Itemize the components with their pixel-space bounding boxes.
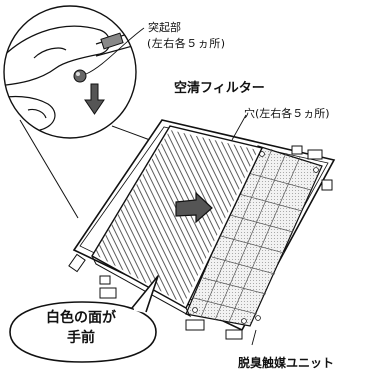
protrusion-bump: [73, 69, 87, 83]
callout-text: 白色の面が 手前: [6, 308, 156, 348]
callout-line-2: 手前: [67, 330, 95, 346]
slide-direction-arrow: [175, 191, 213, 224]
air-filter-label: 空清フィルター: [174, 81, 265, 96]
protrusion-tab: [100, 32, 124, 50]
frame-latches: [68, 145, 333, 340]
unit-grid: [193, 148, 312, 323]
deodorizing-unit-panel: [185, 145, 323, 327]
zoom-connector-lines: [19, 119, 151, 219]
protrusion-location-label: (左右各５ヵ所): [147, 37, 226, 50]
protrusion-label: 突起部: [148, 21, 181, 34]
leader-lines: [231, 114, 257, 346]
hole-label: 穴(左右各５ヵ所): [244, 107, 330, 120]
callout-bubble: [9, 275, 159, 363]
down-arrow: [84, 83, 105, 115]
callout-line-1: 白色の面が: [46, 310, 116, 326]
zoom-detail-circle: [3, 5, 145, 139]
deodorizing-unit-label: 脱臭触媒ユニット: [238, 356, 335, 370]
protrusion-leader-line: [85, 27, 145, 75]
air-filter-panel: [91, 125, 264, 318]
